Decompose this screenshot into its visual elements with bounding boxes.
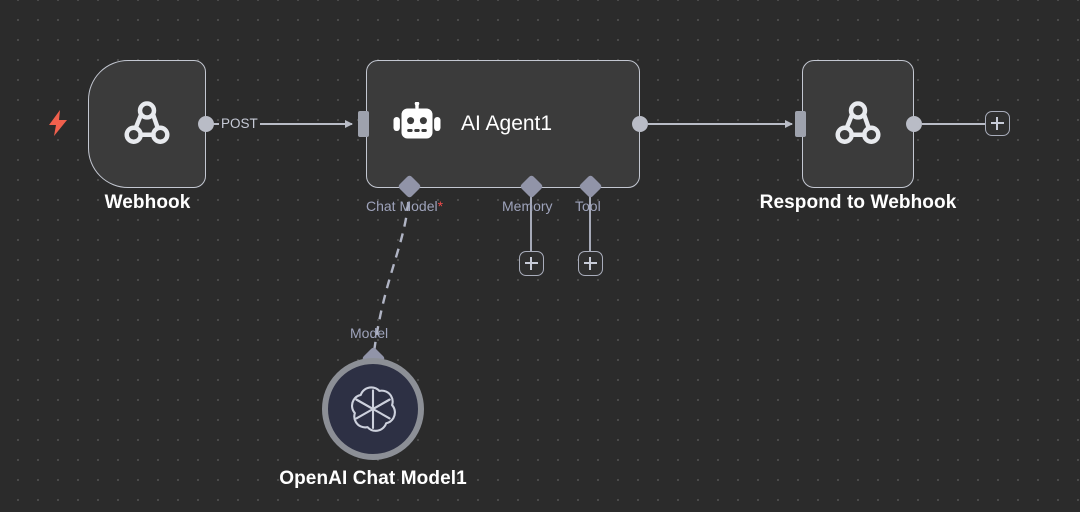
webhook-output-dot[interactable] xyxy=(198,116,214,132)
webhook-icon xyxy=(803,61,913,187)
openai-icon xyxy=(349,385,397,433)
node-openai-chat-model[interactable] xyxy=(322,358,424,460)
add-tool-button[interactable] xyxy=(578,251,603,276)
node-openai-chat-model-label: OpenAI Chat Model1 xyxy=(279,468,467,489)
respond-input-port[interactable] xyxy=(795,111,806,137)
respond-output-dot[interactable] xyxy=(906,116,922,132)
node-ai-agent[interactable]: AI Agent1 xyxy=(366,60,640,188)
ai-agent-output-dot[interactable] xyxy=(632,116,648,132)
node-ai-agent-label: AI Agent1 xyxy=(461,112,553,135)
port-chat-model-label: Chat Model* xyxy=(366,198,444,214)
webhook-icon xyxy=(89,61,205,187)
edge-label-post: POST xyxy=(219,116,260,131)
node-webhook[interactable] xyxy=(88,60,206,188)
lightning-bolt-icon xyxy=(48,110,68,140)
port-tool-label: Tool xyxy=(575,198,601,214)
port-model-label: Model xyxy=(350,325,389,341)
ai-agent-input-port[interactable] xyxy=(358,111,369,137)
add-memory-button[interactable] xyxy=(519,251,544,276)
add-node-button[interactable] xyxy=(985,111,1010,136)
node-webhook-label: Webhook xyxy=(104,192,191,213)
robot-icon xyxy=(393,102,441,146)
node-respond-to-webhook-label: Respond to Webhook xyxy=(759,192,957,213)
required-asterisk: * xyxy=(437,198,444,214)
node-respond-to-webhook[interactable] xyxy=(802,60,914,188)
port-memory-label: Memory xyxy=(502,198,553,214)
